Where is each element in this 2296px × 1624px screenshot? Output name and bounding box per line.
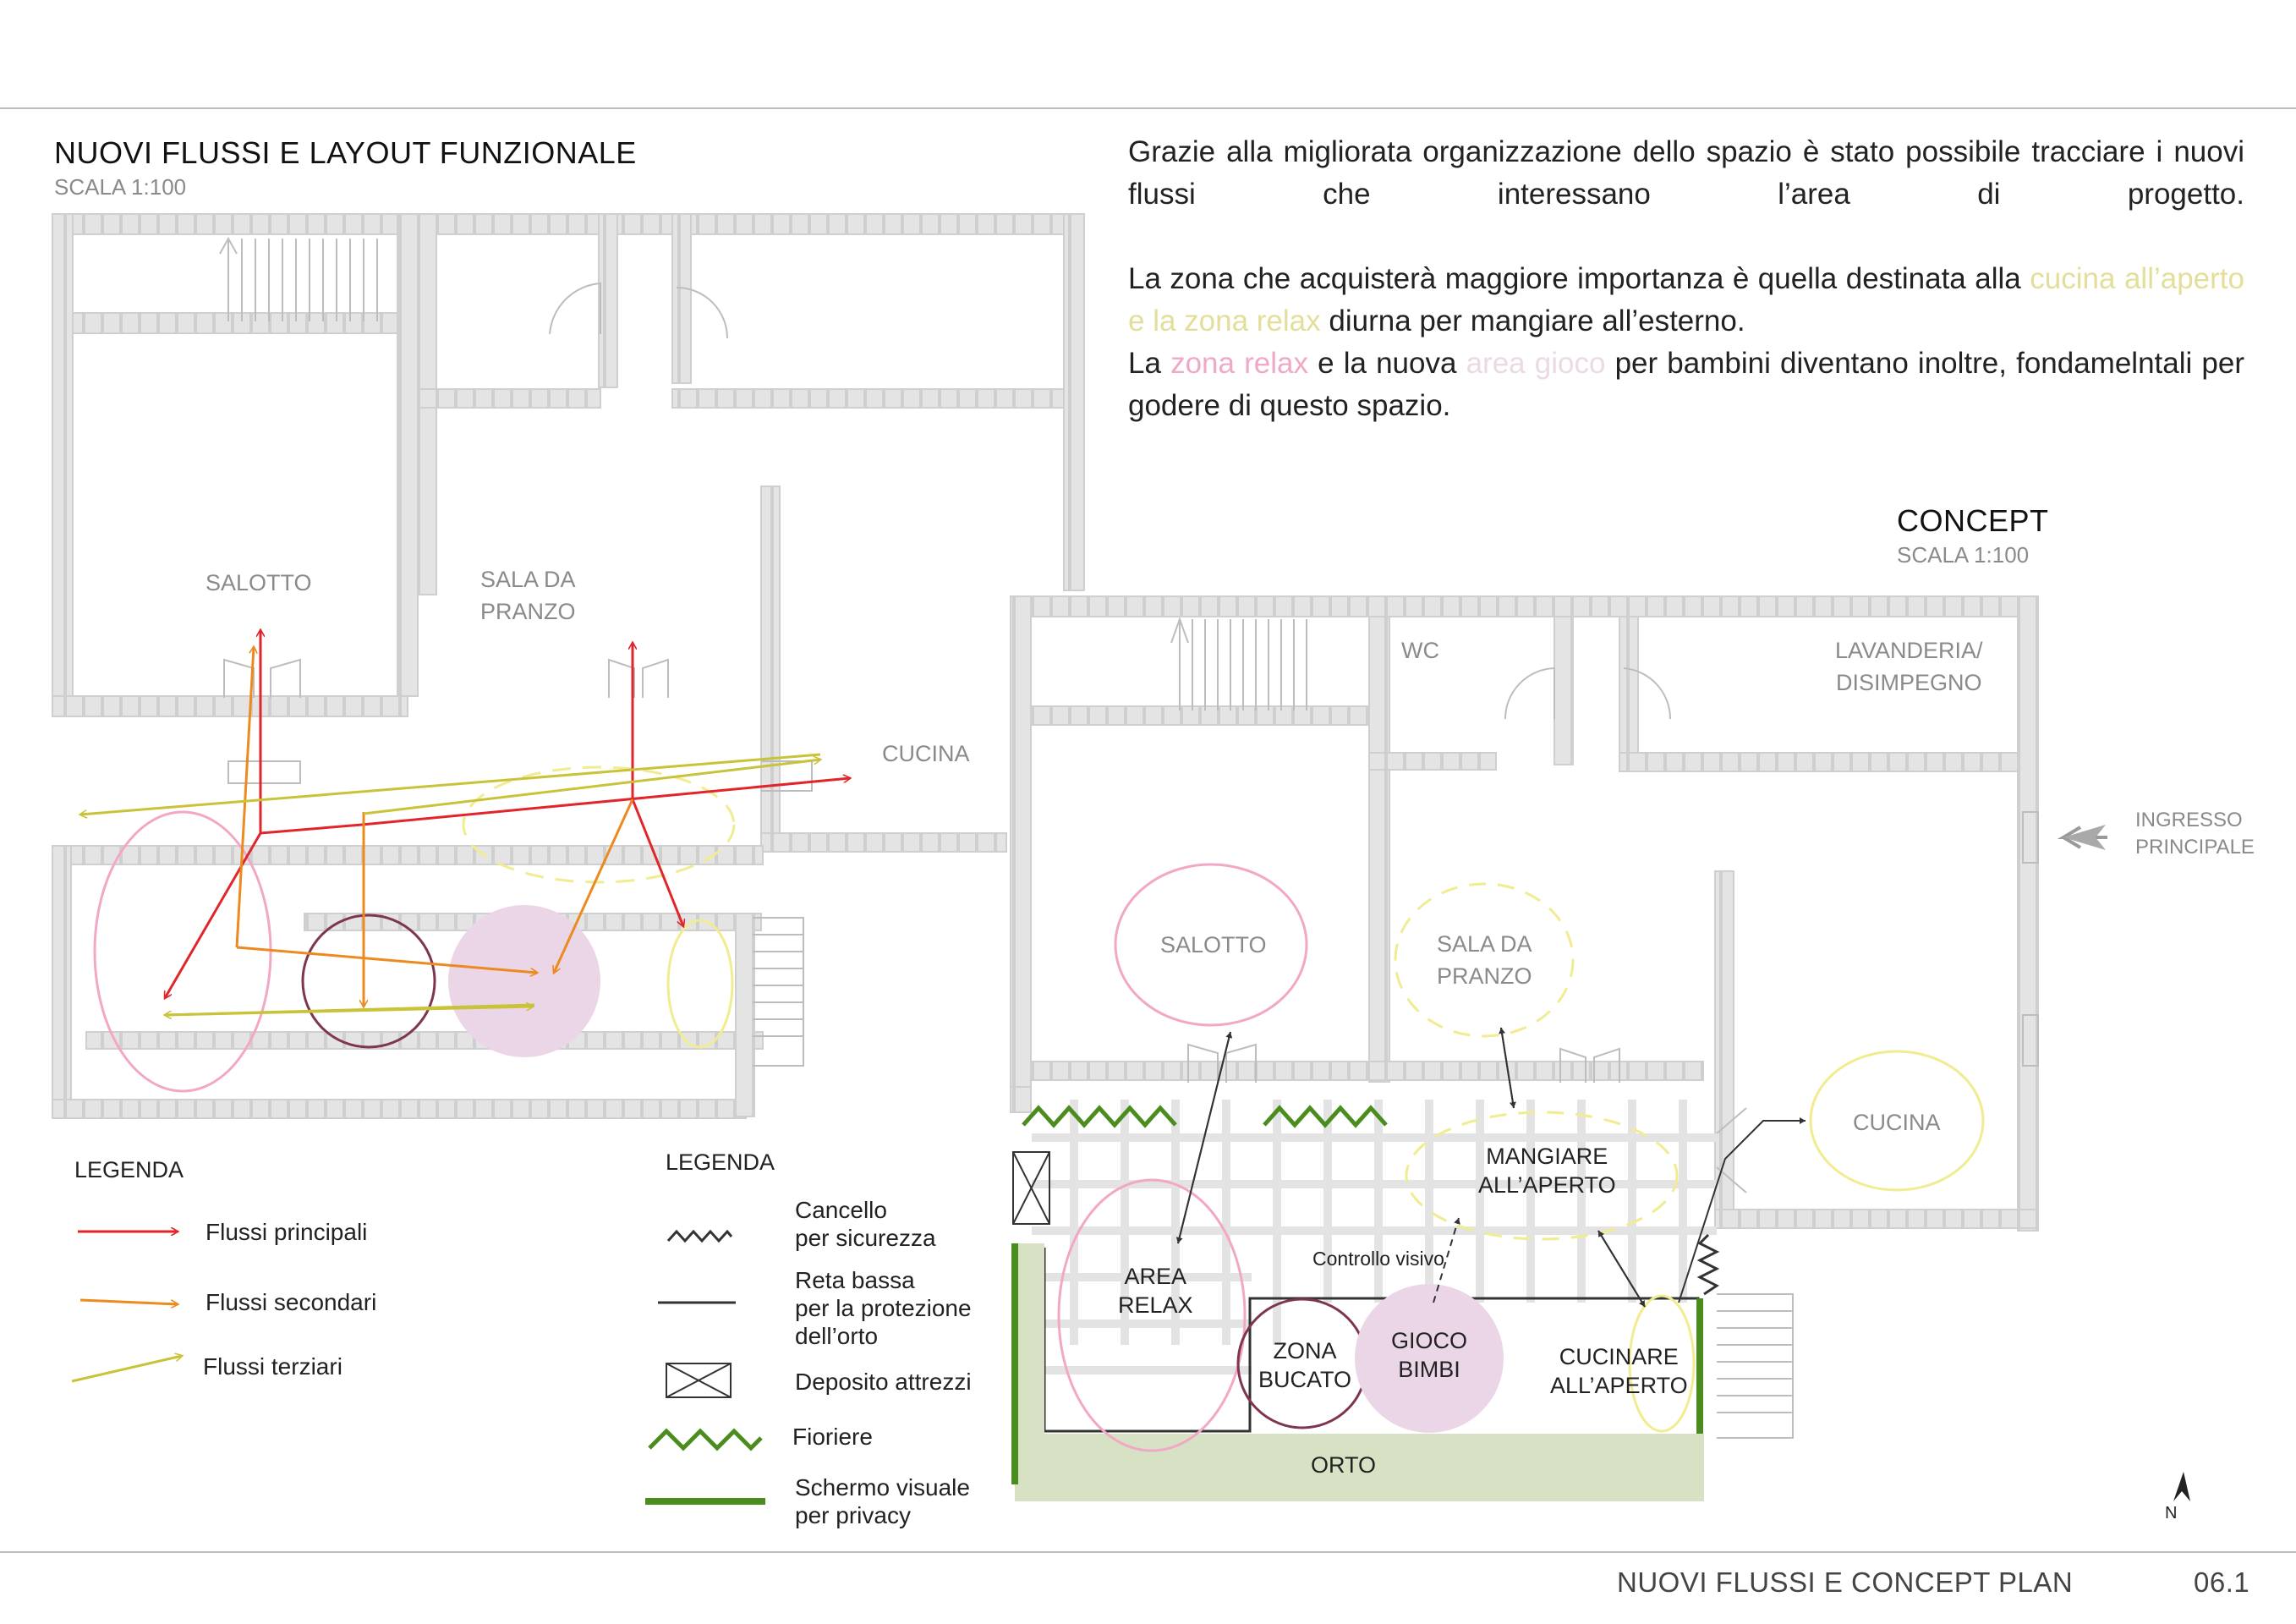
legend-fioriere: Fioriere: [792, 1424, 873, 1450]
label-orto: ORTO: [1311, 1452, 1377, 1478]
label-line: RELAX: [1118, 1292, 1193, 1318]
legend-reta-bassa: Reta bassa per la protezione dell’orto: [795, 1266, 972, 1350]
label-line: ALL’APERTO: [1478, 1172, 1616, 1198]
text-run: diurna per mangiare all’esterno.: [1320, 304, 1745, 337]
label-line: BUCATO: [1258, 1367, 1352, 1392]
left-label-sala: SALA DA PRANZO: [480, 563, 576, 628]
label-line: dell’orto: [795, 1323, 879, 1349]
bottom-rule: [0, 1551, 2296, 1553]
footer-page-number: 06.1: [2194, 1566, 2250, 1598]
concept-scale: SCALA 1:100: [1897, 542, 2030, 568]
highlight-zona-relax: zona relax: [1170, 347, 1308, 380]
label-line: Schermo visuale: [795, 1474, 970, 1501]
highlight-cucina: cucina all’aperto e la zona relax: [1128, 262, 2244, 337]
label-line: MANGIARE: [1486, 1144, 1608, 1169]
right-label-cucina: CUCINA: [1853, 1110, 1941, 1135]
left-label-salotto: SALOTTO: [205, 570, 312, 595]
security-gate: [1696, 1233, 1720, 1296]
right-label-wc: WC: [1401, 638, 1439, 663]
right-label-lavanderia: LAVANDERIA/ DISIMPEGNO: [1835, 634, 1983, 699]
right-label-sala: SALA DA PRANZO: [1437, 928, 1532, 992]
left-doors: [223, 282, 813, 792]
label-line: PRANZO: [480, 599, 576, 624]
north-arrow-icon: [2173, 1472, 2190, 1501]
label-line: PRINCIPALE: [2135, 836, 2255, 859]
concept-title: CONCEPT: [1897, 503, 2049, 538]
top-rule: [0, 107, 2296, 109]
north-label: N: [2165, 1504, 2178, 1522]
left-zones: [93, 765, 736, 1093]
description-paragraph-3: La zona relax e la nuova area gioco per …: [1128, 343, 2244, 427]
label-mangiare: MANGIARE ALL’APERTO: [1478, 1142, 1616, 1199]
left-plan-walls: [52, 213, 1085, 1119]
entrance-arrow-head: [2063, 825, 2106, 850]
label-line: per la protezione: [795, 1295, 972, 1321]
orto-left-strip: [1015, 1243, 1044, 1501]
highlight-area-gioco: area gioco: [1466, 347, 1606, 380]
label-line: SALA DA: [1437, 931, 1532, 957]
text-run: per bambini diventano inoltre, fondameln…: [1128, 347, 2245, 422]
left-plan-title: NUOVI FLUSSI E LAYOUT FUNZIONALE: [54, 135, 637, 170]
legend-right-symbols: [645, 1229, 765, 1505]
legend-right-title: LEGENDA: [666, 1149, 775, 1175]
legend-deposito: Deposito attrezzi: [795, 1369, 972, 1395]
description-text: Grazie alla migliorata organizzazione de…: [1128, 131, 2244, 469]
right-zones: [1057, 863, 1985, 1452]
description-paragraph-2: La zona che acquisterà maggiore importan…: [1128, 258, 2244, 343]
label-line: Reta bassa: [795, 1267, 915, 1293]
pergola-grid: [1032, 1100, 1717, 1374]
label-line: per sicurezza: [795, 1225, 936, 1251]
label-line: Cancello: [795, 1197, 887, 1223]
left-label-cucina: CUCINA: [882, 741, 970, 766]
orto-area: [1015, 1434, 1704, 1501]
label-line: ZONA: [1273, 1338, 1337, 1363]
text-run: La zona che acquisterà maggiore importan…: [1128, 262, 2030, 295]
label-line: BIMBI: [1398, 1357, 1460, 1382]
text-run: e la nuova: [1307, 347, 1466, 380]
label-line: AREA: [1124, 1264, 1187, 1289]
legend-left-title: LEGENDA: [74, 1157, 184, 1182]
label-controllo: Controllo visivo: [1312, 1248, 1444, 1270]
left-stairs: [219, 236, 804, 1067]
legend-schermo: Schermo visuale per privacy: [795, 1473, 970, 1529]
description-paragraph-1: Grazie alla migliorata organizzazione de…: [1128, 135, 2244, 211]
right-label-salotto: SALOTTO: [1160, 932, 1267, 957]
label-line: ALL’APERTO: [1550, 1373, 1688, 1398]
right-label-ingresso: INGRESSO PRINCIPALE: [2135, 807, 2255, 861]
planter-left: [1022, 1105, 1177, 1128]
legend-flussi-principali: Flussi principali: [205, 1219, 368, 1245]
label-line: DISIMPEGNO: [1836, 670, 1982, 695]
left-flows: [80, 630, 850, 1015]
text-run: La: [1128, 347, 1171, 380]
label-line: INGRESSO: [2135, 809, 2243, 831]
label-line: per privacy: [795, 1502, 911, 1528]
left-plan-scale: SCALA 1:100: [54, 174, 187, 200]
legend-flussi-secondari: Flussi secondari: [205, 1289, 377, 1315]
label-area-relax: AREA RELAX: [1118, 1262, 1193, 1320]
label-line: GIOCO: [1391, 1328, 1468, 1353]
label-line: SALA DA: [480, 567, 576, 592]
label-gioco-bimbi: GIOCO BIMBI: [1391, 1326, 1467, 1384]
label-zona-bucato: ZONA BUCATO: [1258, 1336, 1351, 1394]
label-line: PRANZO: [1437, 963, 1532, 989]
tool-storage-icon: [1012, 1151, 1050, 1225]
right-relations: [1175, 1027, 1806, 1308]
right-doors: [1170, 617, 2039, 1439]
label-line: CUCINARE: [1559, 1344, 1679, 1369]
legend-cancello: Cancello per sicurezza: [795, 1196, 936, 1252]
legend-left-symbols: [71, 1232, 182, 1383]
label-line: LAVANDERIA/: [1835, 638, 1983, 663]
footer-title: NUOVI FLUSSI E CONCEPT PLAN: [1617, 1566, 2074, 1598]
planter-right: [1263, 1105, 1388, 1128]
label-cucinare: CUCINARE ALL’APERTO: [1550, 1342, 1688, 1400]
legend-flussi-terziari: Flussi terziari: [203, 1353, 342, 1380]
